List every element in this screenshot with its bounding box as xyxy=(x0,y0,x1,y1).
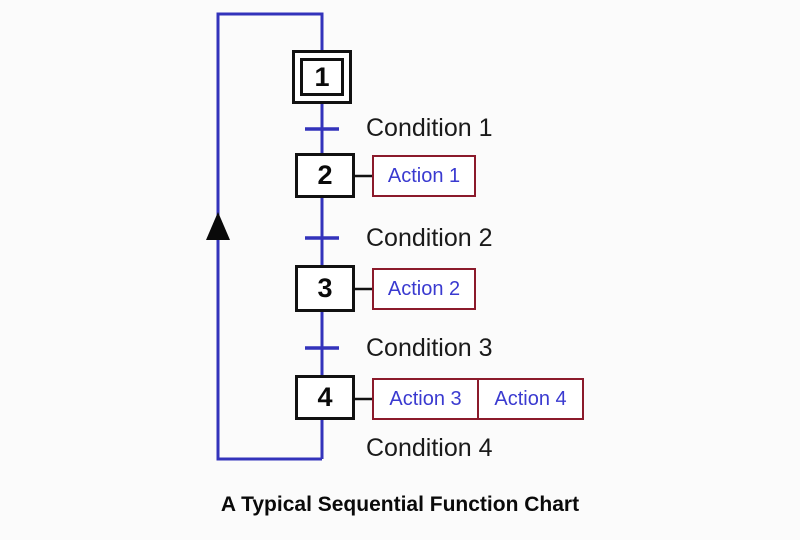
condition-label-4: Condition 4 xyxy=(366,434,493,462)
step-1-label: 1 xyxy=(314,61,330,92)
step-box-4[interactable]: 4 xyxy=(295,375,355,420)
step-box-3[interactable]: 3 xyxy=(295,265,355,312)
return-loop-arrowhead-icon xyxy=(206,212,230,240)
step-4-label: 4 xyxy=(317,382,333,412)
step-box-1[interactable]: 1 xyxy=(292,50,352,104)
action-box-3[interactable]: Action 3 Action 4 xyxy=(372,378,584,420)
step-1-inner-frame: 1 xyxy=(300,58,344,96)
action-cell-action-3[interactable]: Action 3 xyxy=(389,387,462,410)
diagram-caption: A Typical Sequential Function Chart xyxy=(220,493,580,516)
condition-label-2: Condition 2 xyxy=(366,224,493,252)
condition-label-3: Condition 3 xyxy=(366,334,493,362)
return-loop-line xyxy=(216,12,324,461)
action-cell-action-4[interactable]: Action 4 xyxy=(477,380,582,418)
step-3-label: 3 xyxy=(317,273,333,303)
action-box-2[interactable]: Action 2 xyxy=(372,268,476,310)
step-2-label: 2 xyxy=(317,160,333,190)
action-cell-action-1[interactable]: Action 1 xyxy=(387,164,461,187)
step-box-2[interactable]: 2 xyxy=(295,153,355,198)
condition-label-1: Condition 1 xyxy=(366,114,493,142)
action-cell-action-2[interactable]: Action 2 xyxy=(387,277,461,300)
action-box-1[interactable]: Action 1 xyxy=(372,155,476,197)
